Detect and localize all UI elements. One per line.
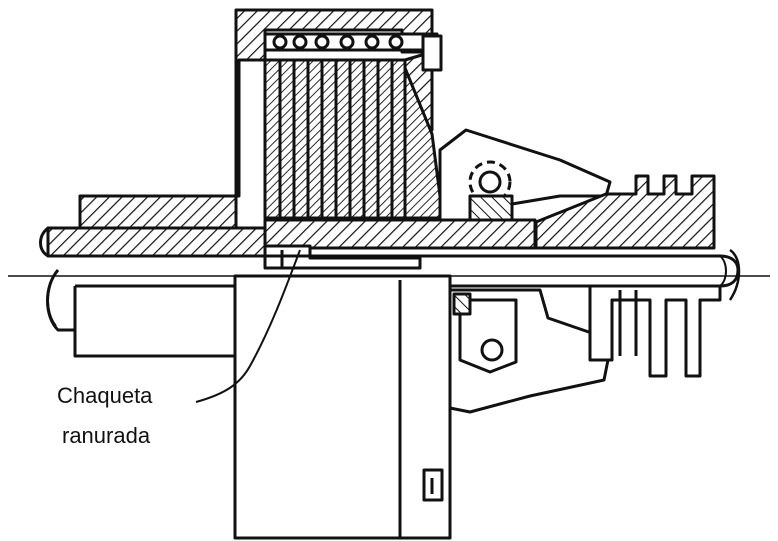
left-shaft-end: [39, 226, 267, 258]
shaft-stub-left: [46, 269, 235, 358]
hub-band: [263, 218, 537, 250]
label-line-1: Chaqueta: [57, 383, 153, 408]
main-shaft: [75, 248, 741, 301]
spring-retainer-strip: [263, 32, 443, 72]
pressure-lever-lower: [448, 288, 614, 414]
label-line-2: ranurada: [62, 423, 151, 448]
clutch-plate-stack: [263, 58, 442, 220]
label-leader-line: [195, 249, 301, 403]
lower-body: [233, 274, 452, 540]
sliding-collar-upper: [534, 174, 716, 250]
grooved-jacket: [263, 244, 422, 270]
sliding-collar-lower: [588, 284, 722, 378]
